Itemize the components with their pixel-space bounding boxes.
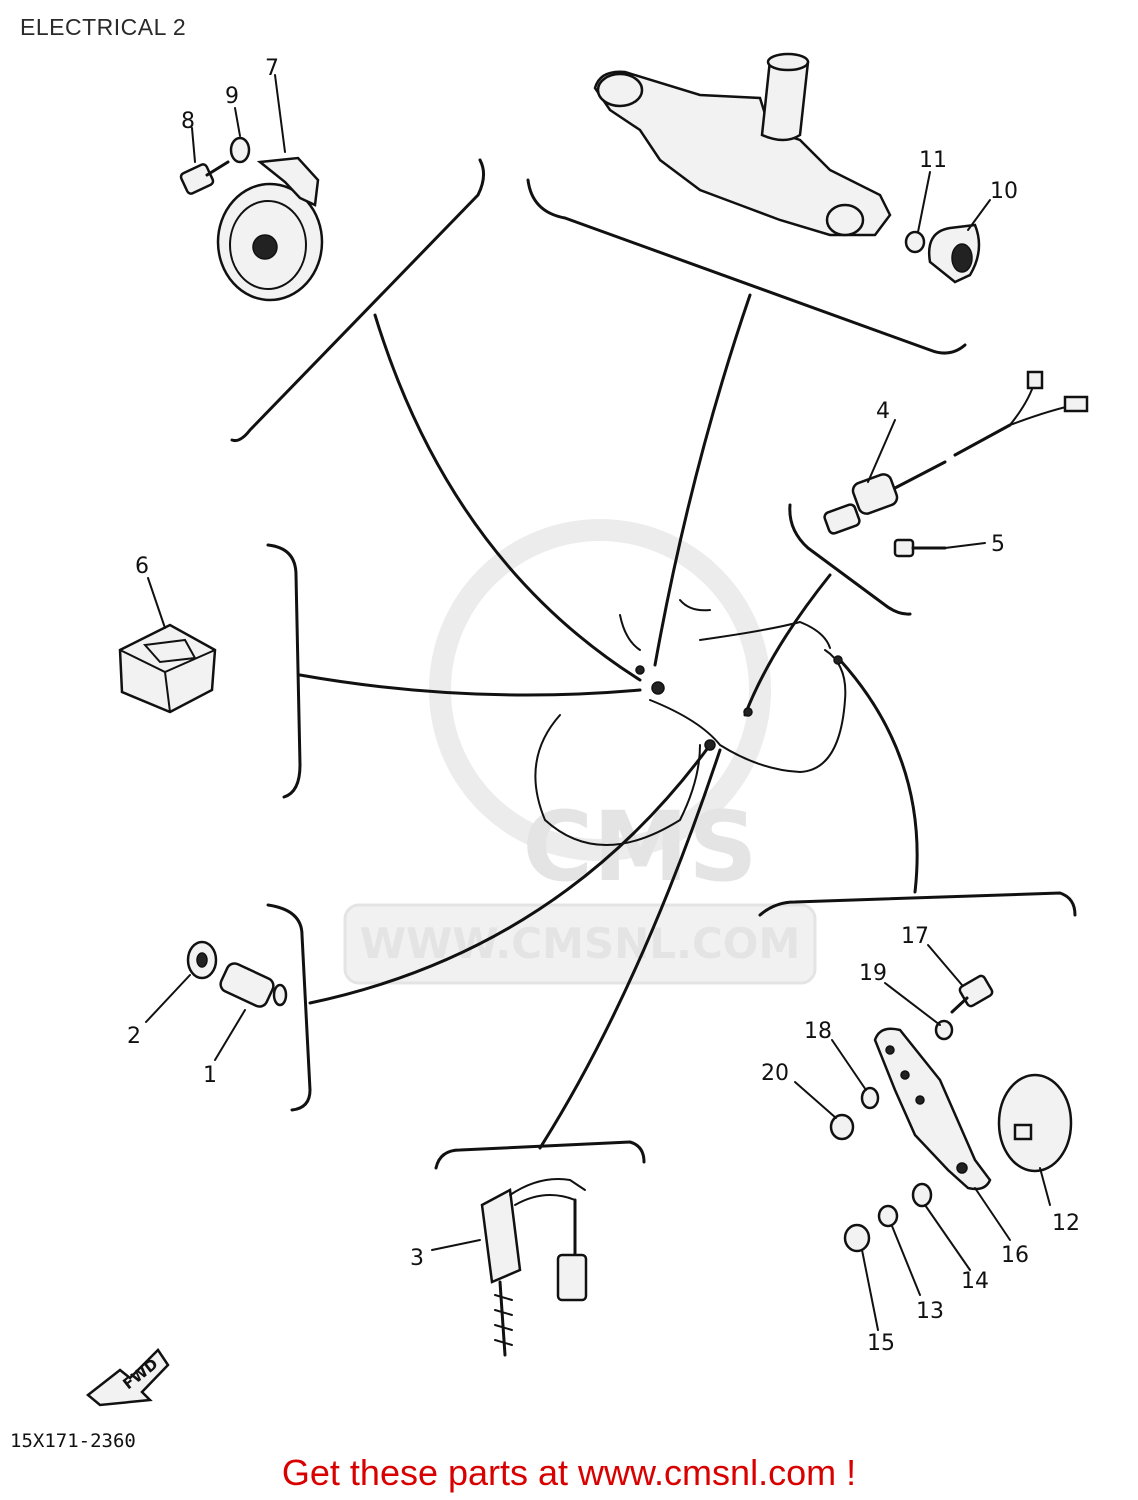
callout-12: 12 xyxy=(1052,1211,1080,1236)
nut-part-15[interactable] xyxy=(843,1223,871,1253)
callout-14: 14 xyxy=(961,1269,989,1294)
nut-part-11[interactable] xyxy=(904,230,926,254)
page-title: ELECTRICAL 2 xyxy=(20,14,187,40)
switch-part-4[interactable] xyxy=(823,370,1089,535)
callout-7: 7 xyxy=(265,56,279,81)
bolt-part-17[interactable] xyxy=(950,974,994,1014)
callout-17: 17 xyxy=(901,924,929,949)
callout-18: 18 xyxy=(804,1019,832,1044)
washer-part-2[interactable] xyxy=(186,940,218,980)
callout-2: 2 xyxy=(127,1024,141,1049)
callout-5: 5 xyxy=(991,532,1005,557)
callout-6: 6 xyxy=(135,554,149,579)
handle-crown-assembly xyxy=(593,52,892,237)
callout-3: 3 xyxy=(410,1246,424,1271)
reflector-part-12[interactable] xyxy=(997,1073,1073,1173)
neutral-switch-part-1[interactable] xyxy=(218,961,288,1009)
washer-part-18[interactable] xyxy=(860,1086,880,1110)
callout-11: 11 xyxy=(919,148,947,173)
washer-part-13[interactable] xyxy=(877,1204,899,1228)
callout-20: 20 xyxy=(761,1061,789,1086)
horn-bolt-part-8[interactable] xyxy=(179,160,230,195)
watermark: CMS WWW.CMSNL.COM xyxy=(343,519,817,985)
diagram-code: 15X171-2360 xyxy=(10,1430,136,1452)
callout-16: 16 xyxy=(1001,1243,1029,1268)
wiring-harness xyxy=(298,293,919,1150)
washer-part-14[interactable] xyxy=(911,1182,933,1208)
washer-part-9[interactable] xyxy=(229,136,251,164)
nut-part-20[interactable] xyxy=(829,1113,855,1141)
callout-1: 1 xyxy=(203,1063,217,1088)
screw-part-5[interactable] xyxy=(893,538,947,558)
group-brackets xyxy=(230,158,1077,1170)
cover-part-10[interactable] xyxy=(927,223,981,284)
callout-10: 10 xyxy=(990,179,1018,204)
fwd-arrow: FWD xyxy=(86,1348,170,1407)
callout-9: 9 xyxy=(225,84,239,109)
callout-13: 13 xyxy=(916,1299,944,1324)
bracket-part-16[interactable] xyxy=(873,1027,992,1191)
callout-19: 19 xyxy=(859,961,887,986)
watermark-logo-text: CMS xyxy=(522,791,757,903)
horn-part-7[interactable] xyxy=(216,156,324,302)
sensor-part-3[interactable] xyxy=(480,1178,588,1357)
relay-part-6[interactable] xyxy=(118,623,217,714)
callout-8: 8 xyxy=(181,109,195,134)
callout-numbers: 1 2 3 4 5 6 7 8 9 10 11 12 13 14 15 16 1… xyxy=(127,56,1080,1356)
callout-leaders xyxy=(145,74,1051,1331)
footer-shop-link[interactable]: Get these parts at www.cmsnl.com ! xyxy=(281,1452,857,1493)
callout-15: 15 xyxy=(867,1331,895,1356)
watermark-url-text: WWW.CMSNL.COM xyxy=(360,919,801,968)
callout-4: 4 xyxy=(876,399,890,424)
